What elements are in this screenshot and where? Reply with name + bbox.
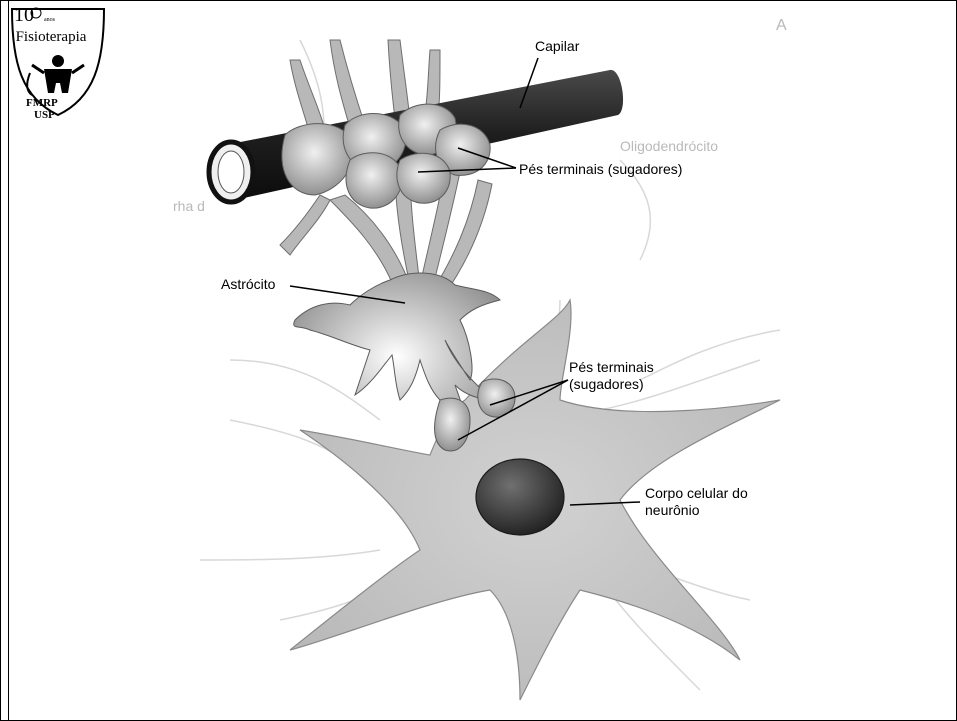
faint-left-fragment: rha d (173, 198, 205, 214)
label-corpo-celular-2: neurônio (645, 502, 700, 519)
label-pes-terminais-top: Pés terminais (sugadores) (519, 161, 682, 178)
logo-number: 10 (14, 4, 34, 27)
label-astrocito: Astrócito (221, 276, 275, 293)
logo-anos: anos (44, 17, 55, 23)
figure-letter: A (776, 17, 787, 35)
logo-university: USP (34, 109, 55, 121)
label-pes-terminais-mid-1: Pés terminais (569, 359, 654, 376)
label-capilar: Capilar (535, 38, 579, 55)
faint-oligodendrocyte-label: Oligodendrócito (620, 138, 718, 154)
label-corpo-celular-1: Corpo celular do (645, 485, 748, 502)
logo-school: FMRP (26, 97, 58, 109)
logo-program: Fisioterapia (8, 29, 94, 46)
label-pes-terminais-mid-2: (sugadores) (569, 376, 644, 393)
fisioterapia-logo: 10 anos Fisioterapia FMRP USP (8, 3, 112, 121)
